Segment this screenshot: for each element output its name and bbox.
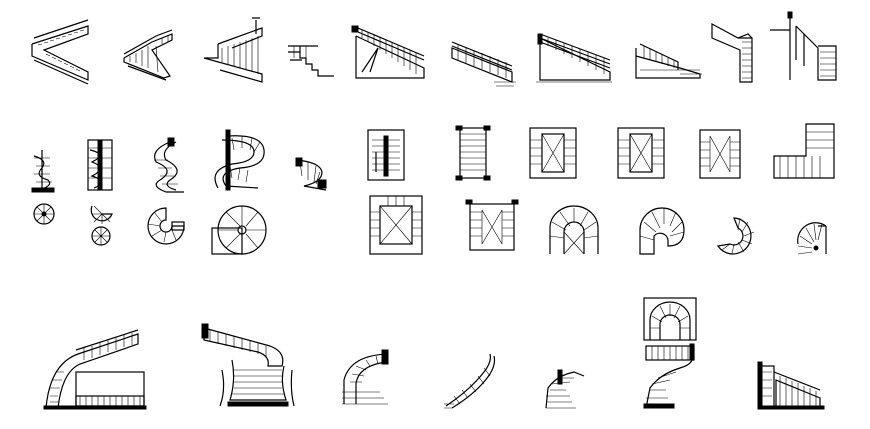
- stair-plan-spiral-arched: [639, 207, 685, 255]
- staircase-arched-elevation: [643, 343, 695, 409]
- stair-block-small-straight: [288, 45, 334, 77]
- staircase-straight-balustrade: [757, 361, 825, 410]
- stair-block-stepped-bench: [635, 43, 702, 79]
- stair-plan-l-shape: [773, 123, 835, 179]
- stair-block-straight-flight-section: [351, 25, 425, 79]
- stair-elevations-row: [31, 11, 837, 87]
- spiral-stair-elevation-compact: [295, 157, 327, 191]
- stair-plan-double-2: [617, 127, 665, 179]
- spiral-stair-elevation-large: [214, 129, 265, 191]
- spiral-stair-elevation-small: [31, 150, 55, 193]
- spiral-stair-plan-circle-2: [91, 226, 111, 246]
- stair-plans-row: [31, 123, 835, 255]
- spiral-stair-plan-landing: [147, 207, 185, 245]
- stair-block-dogleg-perspective: [123, 29, 173, 81]
- staircase-flared-small: [545, 369, 585, 409]
- stair-block-zigzag-perspective: [31, 19, 89, 85]
- stair-plan-straight-1: [455, 125, 491, 181]
- staircase-arched-plan: [643, 297, 697, 341]
- grand-staircase-curved-balustrade: [43, 329, 147, 410]
- stair-plan-straight-2: [465, 199, 519, 251]
- spiral-stair-plan-large: [211, 205, 267, 255]
- grand-staircase-row: [43, 297, 825, 410]
- stair-plan-arched: [549, 205, 599, 255]
- stair-plan-helix-1: [716, 217, 755, 255]
- grand-staircase-double-curved: [201, 323, 295, 407]
- staircase-curved-quarter: [342, 349, 389, 405]
- spiral-stair-plan-circle-1: [33, 203, 55, 225]
- stair-plan-switchback-large: [369, 195, 423, 255]
- stair-block-inclined-section: [536, 33, 612, 83]
- stair-block-landing-perspective: [203, 17, 263, 83]
- spiral-stair-plan-half: [90, 205, 113, 224]
- stair-block-straight-flight-rail: [451, 41, 516, 87]
- stair-plan-double-1: [529, 127, 577, 179]
- stair-block-quarter-turn-section: [711, 22, 753, 83]
- stair-plan-dogleg-1: [367, 129, 405, 181]
- spiral-stair-elevation-open: [154, 137, 184, 193]
- staircase-sweeping-rail: [444, 353, 496, 409]
- stair-plan-double-3: [699, 129, 741, 179]
- stair-plan-helix-2: [797, 222, 827, 255]
- spiral-stair-elevation-tower: [87, 139, 113, 191]
- stair-block-switchback-section: [770, 11, 837, 81]
